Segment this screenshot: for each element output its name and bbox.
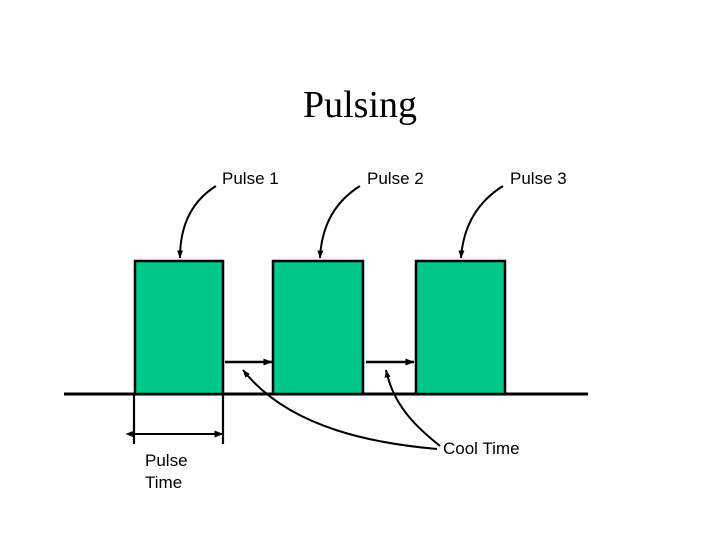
pulse-time-label-line2: Time [145,472,183,492]
callout-arrow-pulse-2 [317,185,361,259]
cool-time-leader-1 [242,369,438,450]
callout-arrow-pulse-1 [177,185,217,259]
cool-time-leader-2 [384,369,441,447]
pulse-label-1: Pulse 1 [222,169,279,188]
pulse-label-2: Pulse 2 [367,169,424,188]
pulse-time-label: Pulse Time [145,450,188,494]
pulse-time-label-line1: Pulse [145,451,188,470]
callout-arrow-pulse-3 [458,185,504,259]
pulse-rect-1 [133,259,225,396]
pulse-rect-3 [414,259,507,396]
pulse-rect-2 [271,259,365,396]
page-title: Pulsing [302,84,418,126]
pulse-label-3: Pulse 3 [510,169,567,188]
cool-time-label: Cool Time [443,439,520,458]
